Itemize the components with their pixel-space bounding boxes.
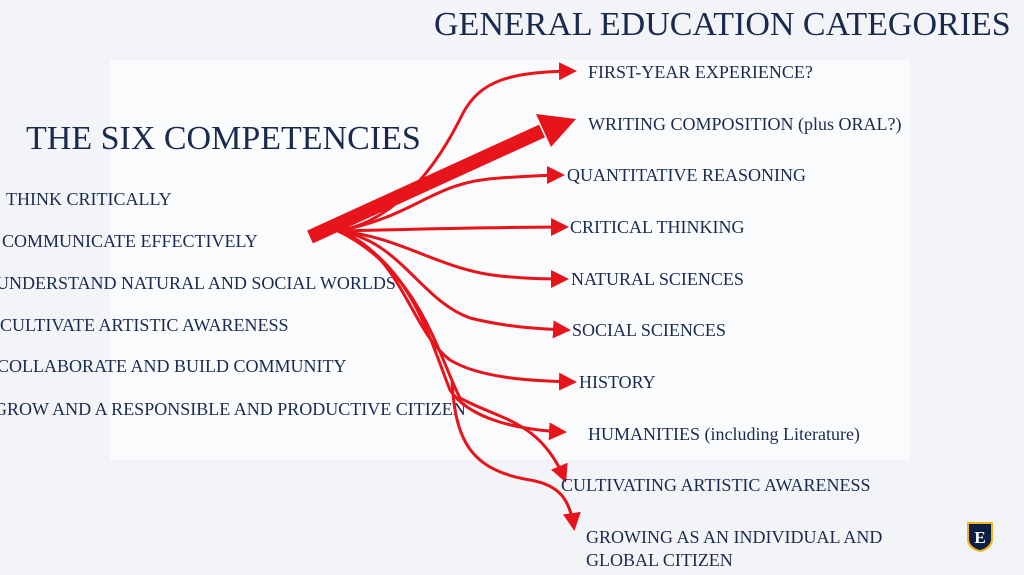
category-item: HISTORY — [579, 372, 656, 392]
arrow-natural-sciences — [337, 229, 569, 288]
arrow-global-citizen — [450, 379, 581, 531]
arrow-social-sciences — [337, 229, 571, 339]
category-item: QUANTITATIVE REASONING — [567, 165, 807, 185]
arrow-artistic — [337, 229, 568, 483]
competency-item: GROW AND A RESPONSIBLE AND PRODUCTIVE CI… — [0, 399, 466, 419]
arrow-critical-thinking — [337, 218, 569, 237]
arrow-quantitative — [337, 166, 565, 233]
category-item: GROWING AS AN INDIVIDUAL AND — [586, 527, 883, 547]
category-item: SOCIAL SCIENCES — [572, 320, 726, 340]
competency-item: CULTIVATE ARTISTIC AWARENESS — [0, 315, 289, 335]
competency-item: COLLABORATE AND BUILD COMMUNITY — [0, 356, 347, 376]
competency-item: COMMUNICATE EFFECTIVELY — [2, 231, 258, 251]
arrow-first-year — [337, 62, 577, 233]
main-arrow — [307, 124, 545, 244]
logo-letter: E — [974, 528, 985, 547]
category-item: GLOBAL CITIZEN — [586, 550, 733, 570]
category-item: FIRST-YEAR EXPERIENCE? — [588, 62, 813, 82]
main-arrow-head — [536, 114, 576, 147]
page-title: GENERAL EDUCATION CATEGORIES — [434, 6, 1011, 43]
category-item: HUMANITIES (including Literature) — [588, 424, 860, 444]
competency-item: THINK CRITICALLY — [6, 189, 172, 209]
university-shield-logo: E — [967, 522, 993, 552]
competencies-heading: THE SIX COMPETENCIES — [26, 120, 421, 157]
category-item: WRITING COMPOSITION (plus ORAL?) — [588, 114, 902, 134]
category-item: NATURAL SCIENCES — [571, 269, 744, 289]
competency-item: UNDERSTAND NATURAL AND SOCIAL WORLDS — [0, 273, 396, 293]
arrow-humanities — [337, 229, 567, 441]
content-panel — [110, 60, 910, 460]
category-item: CRITICAL THINKING — [570, 217, 745, 237]
category-item: CULTIVATING ARTISTIC AWARENESS — [561, 475, 871, 495]
